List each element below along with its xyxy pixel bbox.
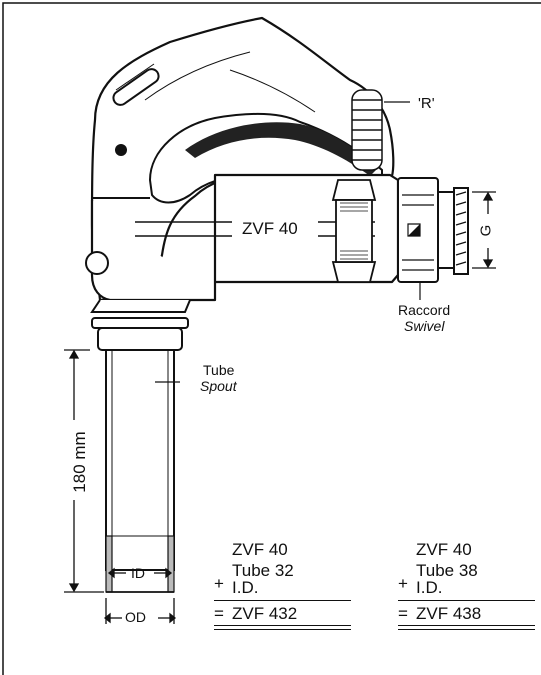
outer-diameter-label: OD	[125, 609, 146, 625]
r-adjuster-label: 'R'	[418, 95, 435, 112]
combination-result: ZVF 432	[232, 604, 298, 623]
spout-label-fr: Tube	[203, 362, 235, 378]
lever	[185, 122, 378, 176]
inner-diameter-label: ID	[131, 565, 145, 581]
combination-rule	[398, 600, 535, 601]
length-dimension-label: 180 mm	[70, 431, 89, 493]
combination-rule	[214, 600, 351, 601]
combination-tube-size: Tube 38	[416, 561, 478, 580]
swivel-label-fr: Raccord	[398, 302, 451, 318]
hold-open-button	[115, 144, 127, 156]
combination-double-rule	[214, 625, 351, 630]
combination-base: ZVF 40	[232, 540, 288, 559]
combination-tube-size: Tube 32	[232, 561, 294, 580]
combination-equals: =	[398, 604, 408, 623]
combination-plus: +	[214, 574, 224, 593]
combination-base: ZVF 40	[416, 540, 472, 559]
g-thread-label: G	[477, 224, 495, 237]
spout-label-en: Spout	[200, 378, 237, 394]
handle-slot	[112, 68, 160, 106]
spout-collar	[90, 299, 191, 351]
swivel-label-en: Swivel	[404, 318, 445, 334]
combination-equals: =	[214, 604, 224, 623]
r-adjuster	[351, 89, 383, 171]
valve-block	[331, 179, 377, 283]
combination-tube-id: I.D.	[416, 578, 443, 597]
combination-plus: +	[398, 574, 408, 593]
hang-ring	[85, 251, 109, 275]
combination-tube-id: I.D.	[232, 578, 259, 597]
combination-result: ZVF 438	[416, 604, 482, 623]
spout-tube	[105, 349, 175, 571]
body-marking-label: ZVF 40	[242, 219, 298, 238]
combination-double-rule	[398, 625, 535, 630]
